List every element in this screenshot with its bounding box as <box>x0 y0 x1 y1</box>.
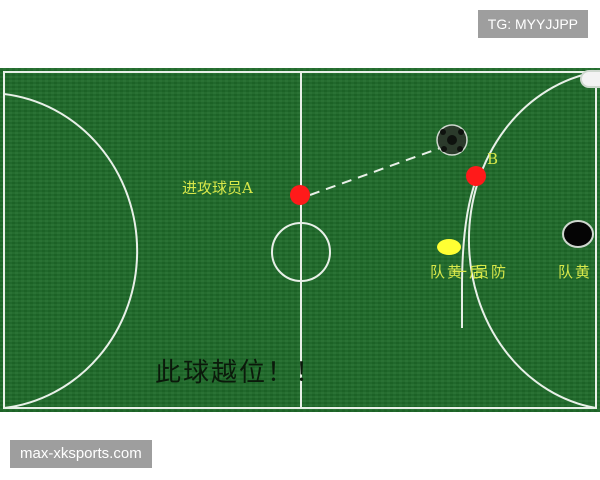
yellow-defender-marker <box>437 239 461 255</box>
attacker-a-marker <box>290 185 310 205</box>
corner-mark <box>580 70 600 88</box>
soccer-ball-icon <box>436 124 468 156</box>
pitch-markings <box>3 71 597 409</box>
defender-b-label: B <box>487 150 499 168</box>
yellow-defender-col3: 防员 <box>472 264 507 280</box>
watermark-top: TG: MYYJJPP <box>477 10 588 38</box>
attacker-a-label: 进攻球员A <box>182 179 253 197</box>
yellow-defender-col1: 黄队 <box>428 264 463 280</box>
offside-line <box>461 179 477 328</box>
yellow-defender-col2: 后一 <box>450 264 485 280</box>
goal-hole-icon <box>562 220 594 248</box>
right-arc <box>468 71 597 409</box>
watermark-bottom: max-xksports.com <box>10 440 152 468</box>
left-arc <box>3 93 139 409</box>
offside-caption: 此球越位！！ <box>155 358 324 388</box>
goalkeeper-col1: 黄队 <box>556 264 591 280</box>
football-pitch: 进攻球员A B 黄队 后一 防员 黄队 此球越位！！ <box>0 68 600 412</box>
defender-b-marker <box>466 166 486 186</box>
center-circle <box>271 222 331 282</box>
pass-line <box>309 147 441 196</box>
